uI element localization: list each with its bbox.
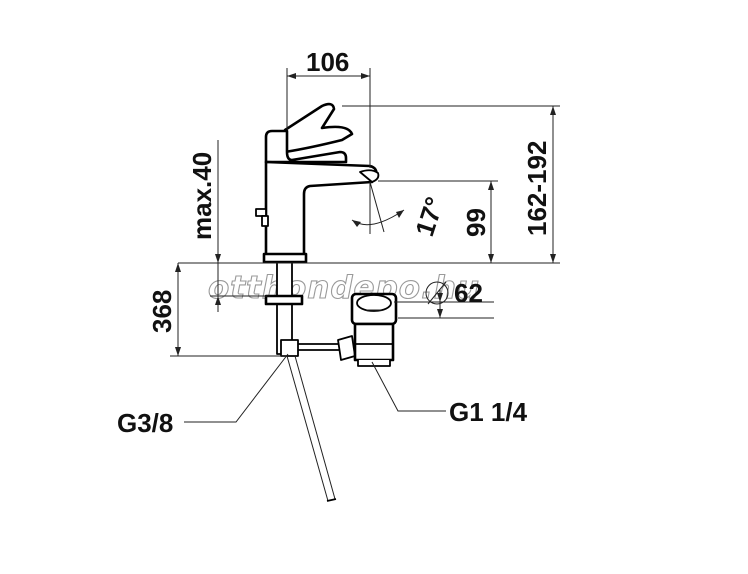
- supply-hose-tip: [326, 498, 337, 502]
- under-counter-fittings: [264, 261, 398, 502]
- mounting-nut: [264, 294, 304, 306]
- watermark: otthondepo.hu: [207, 269, 480, 306]
- dim-width-text: 106: [306, 47, 349, 77]
- dimension-width: 106: [286, 47, 371, 168]
- supply-connector: [280, 339, 299, 357]
- aerator: [359, 169, 380, 183]
- dim-hole-text: 62: [454, 278, 483, 308]
- dim-angle-text: 17°: [409, 193, 450, 240]
- watermark-text: otthondepo.hu: [208, 270, 480, 306]
- cartridge-cap: [264, 129, 348, 164]
- supply-hose: [286, 355, 336, 502]
- waste-plug-head: [356, 294, 392, 312]
- dimension-spout: 99: [378, 180, 498, 263]
- dim-max-text: max.40: [187, 152, 217, 240]
- dimension-hole: 62: [394, 278, 494, 319]
- callout-supply-thread: G3/8: [117, 353, 289, 438]
- waste-link-knob: [337, 335, 356, 361]
- dim-below-text: 368: [147, 290, 177, 333]
- diameter-symbol: [425, 281, 449, 305]
- supply-thread-label: G3/8: [117, 408, 173, 438]
- dimension-below: 368: [147, 263, 286, 357]
- dim-spout-text: 99: [461, 208, 491, 237]
- waste-body: [353, 322, 395, 362]
- lever-handle: [283, 102, 354, 154]
- lift-rod-knob: [255, 208, 267, 217]
- dimension-height: 162-192: [342, 105, 560, 263]
- popup-waste: [350, 292, 398, 367]
- popup-linkage-rod: [298, 343, 340, 351]
- dimension-max-thickness: max.40: [187, 140, 270, 312]
- lift-rod-knob-base: [261, 215, 269, 227]
- callout-waste-thread: G1 1/4: [371, 361, 528, 427]
- base-flange: [262, 252, 308, 264]
- faucet-body: [255, 102, 380, 264]
- main-body: [264, 160, 378, 257]
- dimension-angle: 17°: [351, 181, 450, 240]
- waste-thread-label: G1 1/4: [449, 397, 528, 427]
- dim-height-text: 162-192: [522, 141, 552, 236]
